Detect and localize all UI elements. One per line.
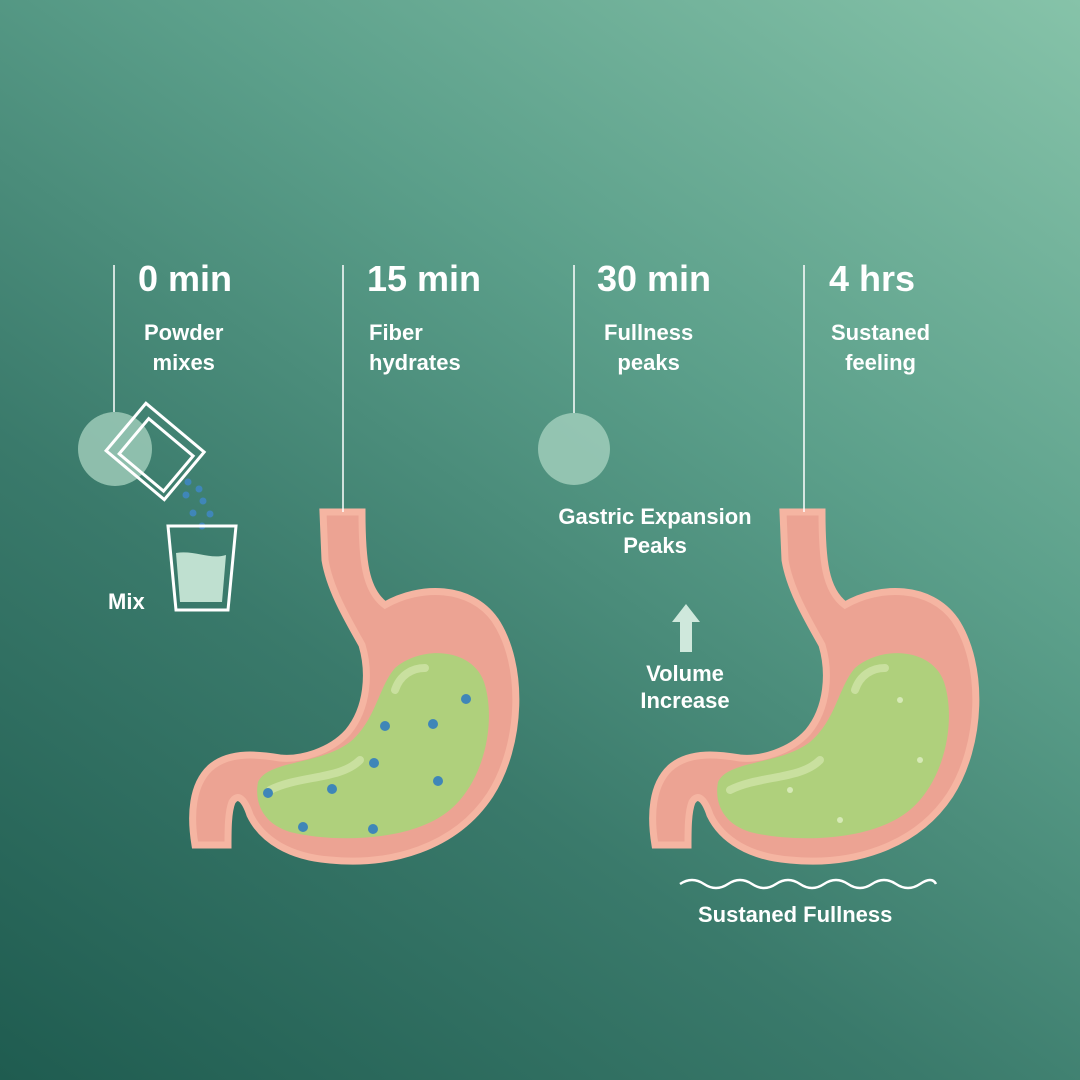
stomach-full: [653, 512, 976, 861]
step-desc-line: Fullness: [604, 320, 694, 345]
glass-icon: [166, 524, 238, 612]
step-desc-line: feeling: [845, 350, 916, 375]
step-time: 0 min: [138, 258, 233, 299]
step-desc: Powder mixes: [144, 318, 223, 378]
step-desc-line: Fiber: [369, 320, 423, 345]
step-desc-line: hydrates: [369, 350, 461, 375]
arrow-up-icon: [672, 604, 700, 652]
label-line: Volume: [646, 661, 724, 686]
step-desc: Fiber hydrates: [369, 318, 461, 378]
step-desc-line: Sustaned: [831, 320, 931, 345]
label-line: Peaks: [623, 533, 687, 558]
step-marker-circle: [78, 412, 152, 486]
step-marker-circle: [538, 413, 610, 485]
step-time: 15 min: [367, 258, 482, 299]
step-time: 4 hrs: [829, 258, 916, 299]
label-line: Increase: [640, 688, 730, 713]
step-desc-line: Powder: [144, 320, 224, 345]
mix-label: Mix: [108, 589, 145, 614]
powder-sachet-icon: [103, 401, 207, 502]
powder-particles: [182, 478, 214, 530]
wave-line-icon: [679, 878, 938, 890]
timeline-line: [803, 265, 805, 512]
step-desc-line: mixes: [152, 350, 215, 375]
step-desc: Sustaned feeling: [831, 318, 930, 378]
step-desc-line: peaks: [617, 350, 680, 375]
stomach-hydrating: [193, 512, 516, 861]
step-time: 30 min: [597, 258, 712, 299]
sustained-fullness-label: Sustaned Fullness: [698, 902, 893, 927]
timeline-line: [113, 265, 115, 412]
label-line: Gastric Expansion: [558, 504, 752, 529]
timeline-line: [573, 265, 575, 413]
step-desc: Fullness peaks: [604, 318, 693, 378]
timeline-line: [342, 265, 344, 512]
